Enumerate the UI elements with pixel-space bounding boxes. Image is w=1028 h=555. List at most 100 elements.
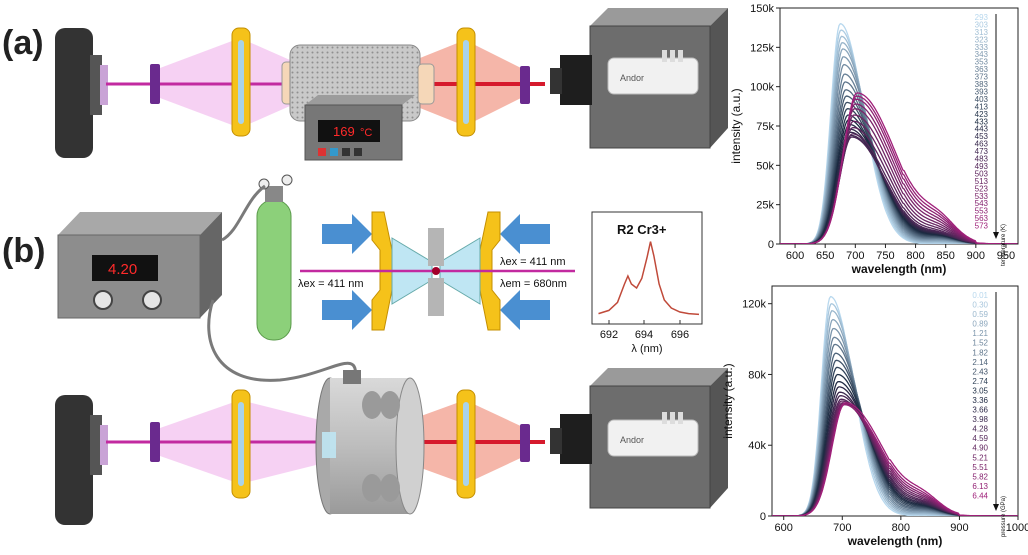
camera-b-fin xyxy=(662,412,667,424)
legend-value: 293 xyxy=(975,13,989,22)
legend-value: 1.52 xyxy=(972,339,988,348)
inset-spectrum: R2 Cr3+ 692 694 696 λ (nm) xyxy=(591,211,703,355)
x-tick-label: 600 xyxy=(775,522,793,534)
lens-b2-glass xyxy=(463,402,469,486)
lens-a2-glass xyxy=(463,40,469,124)
temperature-display xyxy=(318,120,380,142)
legend-value: 0.59 xyxy=(972,310,988,319)
camera-a-lens xyxy=(560,55,592,105)
inset-title: R2 Cr3+ xyxy=(617,222,667,237)
legend-arrowhead xyxy=(993,232,999,239)
laser-source xyxy=(55,28,93,158)
panel-b: (b) 4.20 λex xyxy=(2,174,728,525)
legend-arrowhead xyxy=(993,504,999,511)
panel-b-label: (b) xyxy=(2,232,45,270)
legend-value: 403 xyxy=(975,95,989,104)
y-tick-label: 120k xyxy=(742,299,766,311)
legend-value: 393 xyxy=(975,87,989,96)
x-tick-label: 750 xyxy=(876,250,894,262)
filter-a2 xyxy=(520,66,530,104)
series-line xyxy=(772,402,1018,516)
legend-value: 0.89 xyxy=(972,320,988,329)
legend-value: 553 xyxy=(975,207,989,216)
legend-value: 3.36 xyxy=(972,396,988,405)
legend-value: 453 xyxy=(975,132,989,141)
legend-value: 493 xyxy=(975,162,989,171)
inset-xlabel: λ (nm) xyxy=(631,343,662,355)
x-tick-label: 800 xyxy=(892,522,910,534)
laser-source-b xyxy=(55,395,93,525)
dac-exc-right: λex = 411 nm xyxy=(500,256,566,268)
legend-value: 3.66 xyxy=(972,406,988,415)
legend-value: 343 xyxy=(975,50,989,59)
gas-gauge-2 xyxy=(281,174,293,186)
laser-aperture-b xyxy=(100,425,108,465)
dac-cell-face xyxy=(395,377,425,515)
arrow-right-top xyxy=(500,214,550,254)
legend-value: 573 xyxy=(975,222,989,231)
legend-value: 4.59 xyxy=(972,434,988,443)
y-tick-label: 0 xyxy=(760,511,766,523)
laser-aperture xyxy=(100,65,108,105)
pressure-controller-top xyxy=(58,212,222,235)
dac-cell-hole xyxy=(380,391,400,419)
gasket-top xyxy=(428,228,444,266)
series-group xyxy=(780,22,1018,244)
camera-b-side xyxy=(710,368,728,508)
pressure-knob-right xyxy=(142,290,162,310)
lens-b1-glass xyxy=(238,402,244,486)
legend-value: 323 xyxy=(975,35,989,44)
camera-a-nose xyxy=(550,68,562,94)
legend-value: 463 xyxy=(975,140,989,149)
legend-title: temperature (K) xyxy=(1001,224,1007,266)
inset-tick-label: 692 xyxy=(600,329,618,341)
x-tick-label: 600 xyxy=(786,250,804,262)
y-tick-label: 50k xyxy=(756,160,774,172)
camera-b-panel xyxy=(607,419,699,457)
y-axis-label: intensity (a.u.) xyxy=(729,88,743,163)
legend-value: 533 xyxy=(975,192,989,201)
legend-value: 523 xyxy=(975,184,989,193)
camera-b-lens xyxy=(560,414,592,464)
x-axis-label: wavelength (nm) xyxy=(847,534,943,548)
legend-value: 6.44 xyxy=(972,491,988,500)
legend-value: 513 xyxy=(975,177,989,186)
filter-b1 xyxy=(150,422,160,462)
x-tick-label: 850 xyxy=(937,250,955,262)
gas-gauge-1 xyxy=(258,178,270,190)
legend-value: 4.90 xyxy=(972,444,988,453)
laser-head xyxy=(90,55,102,115)
camera-a-fin xyxy=(662,50,667,62)
controller-button-blue xyxy=(330,148,338,156)
controller-button-black xyxy=(342,148,350,156)
panel-a: (a) 169 °C xyxy=(2,8,728,161)
lens-a1-glass xyxy=(238,40,244,124)
sample-spot xyxy=(432,267,440,275)
camera-b-nose xyxy=(550,428,562,454)
gas-valve xyxy=(265,186,283,202)
legend-value: 1.21 xyxy=(972,329,988,338)
camera-a-top xyxy=(590,8,728,26)
controller-top xyxy=(305,95,415,105)
controller-button-black-2 xyxy=(354,148,362,156)
y-tick-label: 100k xyxy=(750,82,774,94)
legend-value: 423 xyxy=(975,110,989,119)
camera-a-side xyxy=(710,8,728,148)
x-tick-label: 900 xyxy=(950,522,968,534)
legend-value: 2.74 xyxy=(972,377,988,386)
x-tick-label: 700 xyxy=(833,522,851,534)
dac-exc-left: λex = 411 nm xyxy=(298,278,364,290)
legend-value: 373 xyxy=(975,73,989,82)
legend-value: 2.43 xyxy=(972,367,988,376)
camera-b-top xyxy=(590,368,728,386)
pressure-display xyxy=(92,255,158,281)
inset-frame xyxy=(591,211,703,325)
filter-a1 xyxy=(150,64,160,104)
camera-a-brand: Andor xyxy=(620,73,644,83)
arrow-left-bottom xyxy=(322,290,372,330)
inset-tick-label: 696 xyxy=(671,329,689,341)
gasket-bottom xyxy=(428,278,444,316)
